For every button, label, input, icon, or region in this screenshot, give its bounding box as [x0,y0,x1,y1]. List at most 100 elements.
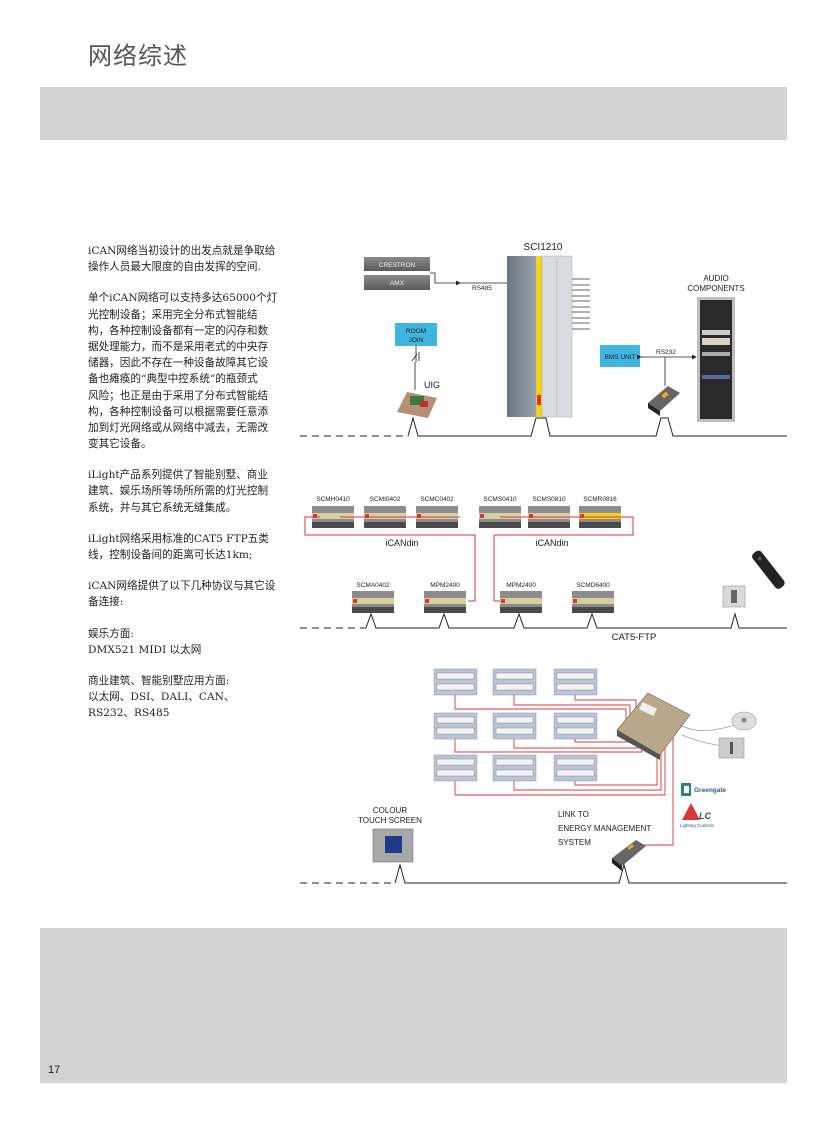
text-line: 光控制设备；采用完全分布式智能结 [88,308,258,321]
text-line: iLight网络采用标准的CAT5 FTP五类 [88,532,269,545]
module-label: SCMA0402 [356,582,390,589]
link-label-1: LINK TO [558,810,589,819]
audio-label-1: AUDIO [703,274,728,283]
icandin-label-left: iCANdin [385,538,418,548]
wall-switch [718,737,745,759]
text-line: 商业建筑、智能别墅应用方面: [88,674,230,687]
svg-text:LC: LC [699,811,711,821]
text-line: iCAN网络当初设计的出发点就是争取给 [88,245,276,257]
din-module: MPM2400 [424,582,466,613]
rs485-arrow [430,272,461,286]
svg-text:JOIN: JOIN [409,337,424,344]
svg-text:Lighting Controls: Lighting Controls [680,823,715,828]
module-label: MPM2400 [506,582,536,589]
cat5-ftp-label: CAT5-FTP [612,632,657,643]
svg-text:CRESTRON: CRESTRON [379,262,416,269]
text-line: 储器，因此不存在一种设备故障其它设 [88,357,269,370]
light-panel [492,668,537,696]
svg-text:Greengate: Greengate [694,787,727,794]
lighting-controller [616,692,691,760]
energy-link-device [612,840,646,871]
sci1210-label: SCI1210 [524,242,563,253]
light-panel [492,754,537,782]
text-line: 构，各种控制设备可以根据需要任意添 [88,405,269,418]
crestron-box: CRESTRON [364,257,430,271]
link-label-2: ENERGY MANAGEMENT [558,824,651,833]
text-line: 加到灯光网络或从网络中减去，无需改 [88,421,269,434]
colour-touch-screen [372,828,414,863]
text-line: iCAN网络提供了以下几种协议与其它设 [88,580,276,593]
paragraph: 单个iCAN网络可以支持多达65000个灯光控制设备；采用完全分布式智能结构，各… [88,290,288,452]
text-line: 风险；也正是由于采用了分布式智能结 [88,389,269,402]
network-line-bottom [394,863,787,884]
cat5-line [365,612,787,629]
text-line: 变其它设备。 [88,438,152,451]
text-line: 备也瘫痪的“典型中控系统”的瓶颈式 [88,373,258,386]
light-panel [433,668,478,696]
room-join-box: ROOM JOIN [395,323,437,346]
text-line: 据处理能力，而不是采用老式的中央存 [88,340,269,353]
din-module: SCMI0402 [364,496,406,528]
uig-device [397,392,437,418]
header-band [40,87,787,140]
module-label: SCMS0810 [532,496,566,503]
module-label: SCMI0402 [370,496,401,503]
module-label: SCMC0402 [420,496,454,503]
paragraph: iLight产品系列提供了智能别墅、商业建筑、娱乐场所等场所所需的灯光控制系统，… [88,467,288,516]
icandin-bus-right [493,516,634,602]
ceiling-sensor [731,711,757,731]
page-number: 17 [48,1064,61,1076]
paragraph: 商业建筑、智能别墅应用方面: 以太网、DSI、DALI、CAN、 RS232、RS4… [88,673,288,722]
light-panel [433,754,478,782]
module-label: SCMD6400 [576,582,610,589]
rs232-label: RS232 [656,349,676,356]
text-line: 以太网、DSI、DALI、CAN、 [88,691,235,704]
din-module: SCMA0402 [352,582,394,613]
din-module: SCMR0816 [579,496,621,528]
text-line: 备连接: [88,596,124,609]
svg-text:ROOM: ROOM [406,328,426,335]
module-label: MPM2400 [430,582,460,589]
touch-screen-label-2: TOUCH SCREEN [358,816,422,825]
interface-device [648,386,680,416]
paragraph: 娱乐方面:DMX521 MIDI 以太网 [88,626,288,658]
svg-text:AMX: AMX [390,280,405,287]
alc-logo: LC Lighting Controls [680,803,715,828]
din-module: SCMC0402 [416,496,458,528]
middle-section: SCMH0410 SCMI0402 SCMC0402 SCMS0410 SCMS0810… [300,496,787,643]
footer-band [40,928,787,1083]
text-line: 娱乐方面: [88,627,134,640]
top-section: SCI1210 CRESTRON AMX RS485 [300,242,787,437]
light-panel [553,668,598,696]
amx-box: AMX [364,275,430,290]
bms-unit-box: BMS UNIT [600,345,640,367]
sci1210-cabinet [507,255,590,418]
text-line: RS232、RS485 [88,707,170,720]
rs485-label: RS485 [472,285,492,292]
remote-control [752,550,785,589]
text-line: 操作人员最大限度的自由发挥的空间. [88,261,261,274]
din-module: MPM2400 [500,582,542,613]
link-label-3: SYSTEM [558,838,591,847]
module-label: SCMS0410 [483,496,517,503]
uig-label: UIG [424,380,440,390]
network-line [407,416,787,437]
module-label: SCMH0410 [316,496,350,503]
wall-keypad [722,585,746,608]
text-line: 单个iCAN网络可以支持多达65000个灯 [88,292,278,305]
text-line: iLight产品系列提供了智能别墅、商业 [88,469,268,482]
audio-rack [697,297,735,422]
din-module: SCMS0410 [479,496,521,528]
body-text: iCAN网络当初设计的出发点就是争取给操作人员最大限度的自由发挥的空间. 单个iC… [88,243,288,737]
light-panel [492,712,537,740]
text-line: 线，控制设备间的距离可长达1km; [88,549,253,561]
bottom-section: Greengate LC Lighting Controls COLOUR TO… [300,668,787,884]
svg-text:BMS UNIT: BMS UNIT [604,354,635,361]
paragraph: iLight网络采用标准的CAT5 FTP五类线，控制设备间的距离可长达1km; [88,531,288,563]
paragraph: iCAN网络提供了以下几种协议与其它设备连接: [88,578,288,610]
light-panel [433,712,478,740]
greengate-logo: Greengate [681,783,727,796]
touch-screen-label-1: COLOUR [373,806,407,815]
din-module: SCMS0810 [528,496,570,528]
